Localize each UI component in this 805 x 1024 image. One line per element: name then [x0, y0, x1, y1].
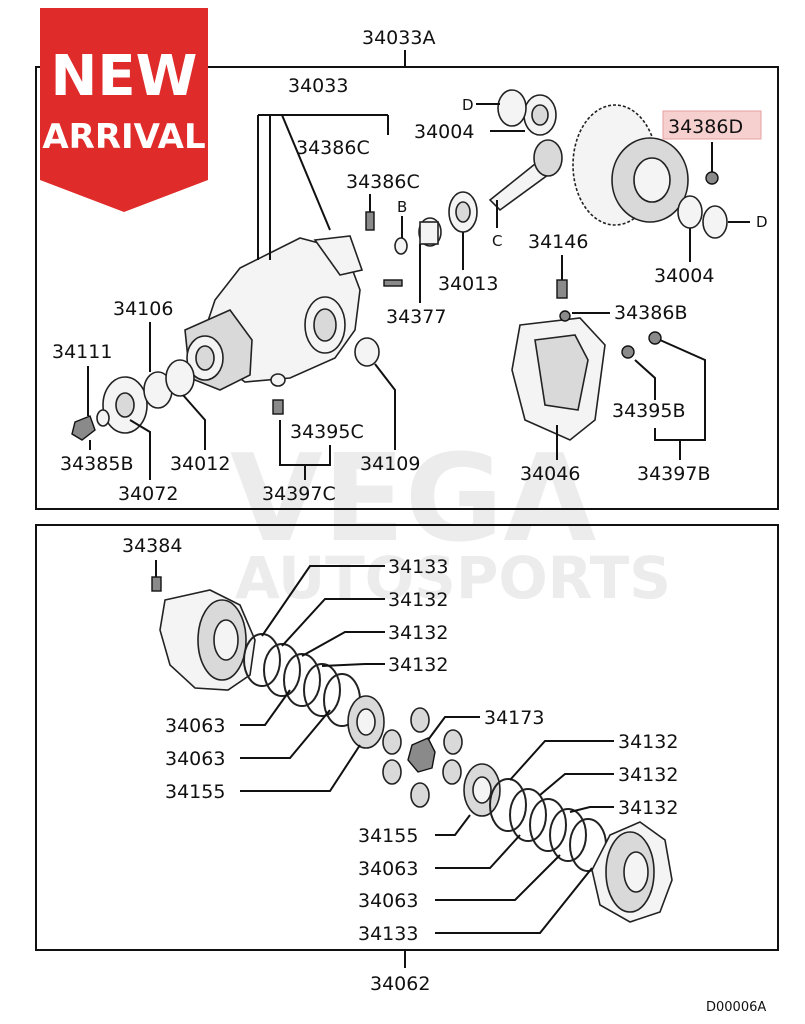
label-34386C-a: 34386C	[296, 137, 370, 159]
label-34063-b: 34063	[165, 748, 225, 770]
label-34013: 34013	[438, 273, 498, 295]
lead-34063-d	[435, 854, 561, 901]
lead-34012	[182, 394, 206, 450]
lead-34072	[129, 419, 151, 480]
label-34132-d: 34132	[618, 731, 678, 753]
label-34004-top: 34004	[414, 121, 474, 143]
companion-flange-parts	[71, 211, 439, 441]
label-34397C: 34397C	[262, 483, 336, 505]
lead-34155-b	[435, 814, 471, 836]
label-34063-a: 34063	[165, 715, 225, 737]
label-D-right: D	[756, 213, 768, 231]
badge-new: NEW	[51, 44, 198, 109]
label-34386D: 34386D	[668, 116, 743, 138]
label-34132-b: 34132	[388, 622, 448, 644]
badge-ribbon	[40, 8, 208, 212]
label-34132-c: 34132	[388, 654, 448, 676]
label-34155-b: 34155	[358, 825, 418, 847]
drawing-code: D00006A	[706, 1000, 766, 1015]
lead-34132-f	[569, 806, 614, 813]
lead-34132-b	[301, 631, 385, 657]
label-34395B: 34395B	[612, 400, 685, 422]
rear-cover	[511, 279, 662, 441]
label-34132-e: 34132	[618, 764, 678, 786]
label-34386C-b: 34386C	[346, 171, 420, 193]
label-34377: 34377	[386, 306, 446, 328]
label-34106: 34106	[113, 298, 173, 320]
label-34063-d: 34063	[358, 890, 418, 912]
label-34033: 34033	[288, 75, 348, 97]
top-section-frame	[35, 66, 779, 510]
label-34132-a: 34132	[388, 589, 448, 611]
pinion-parts	[394, 89, 563, 255]
assembly-top-label: 34033A	[362, 27, 435, 49]
label-34046: 34046	[520, 463, 580, 485]
carrier-housing	[184, 235, 364, 391]
new-arrival-badge: NEW ARRIVAL	[40, 8, 208, 212]
lead-34063-c	[435, 834, 521, 869]
watermark: VEGA AUTOSPORTS	[230, 430, 671, 612]
label-34133-b: 34133	[358, 923, 418, 945]
badge-arrival: ARRIVAL	[42, 117, 205, 157]
label-34004-right: 34004	[654, 265, 714, 287]
label-C: C	[492, 232, 502, 250]
lead-34132-c	[321, 663, 385, 667]
label-34132-f: 34132	[618, 797, 678, 819]
lead-34155-a	[240, 744, 361, 792]
watermark-autosports: AUTOSPORTS	[235, 544, 671, 612]
lead-34132-a	[281, 598, 385, 647]
label-34385B: 34385B	[60, 453, 133, 475]
lead-34173	[427, 716, 480, 741]
assembly-bottom-label: 34062	[370, 973, 430, 995]
bracket-34397B	[654, 339, 706, 441]
label-34063-c: 34063	[358, 858, 418, 880]
label-34397B: 34397B	[637, 463, 710, 485]
lead-34132-d	[509, 740, 614, 781]
lead-34033	[257, 114, 389, 260]
lead-34132-e	[539, 773, 614, 796]
label-34072: 34072	[118, 483, 178, 505]
label-34395C: 34395C	[290, 421, 364, 443]
highlight-34386D	[662, 110, 762, 140]
lead-34063-b	[240, 709, 331, 759]
label-34173: 34173	[484, 707, 544, 729]
lead-34063-a	[240, 689, 291, 726]
bottom-section-frame	[35, 524, 779, 951]
label-34133-a: 34133	[388, 556, 448, 578]
label-34146: 34146	[528, 231, 588, 253]
label-34155-a: 34155	[165, 781, 225, 803]
label-34109: 34109	[360, 453, 420, 475]
label-B: B	[397, 198, 407, 216]
lead-34395B	[634, 359, 656, 400]
lead-34133-a	[261, 565, 385, 637]
label-D-top: D	[462, 96, 474, 114]
ring-gear-case	[572, 104, 728, 239]
label-34384: 34384	[122, 535, 182, 557]
watermark-vega: VEGA	[230, 430, 596, 569]
label-34111: 34111	[52, 341, 112, 363]
lead-34109	[374, 363, 396, 450]
label-34386B: 34386B	[614, 302, 687, 324]
label-34012: 34012	[170, 453, 230, 475]
lsd-case-parts	[151, 576, 673, 923]
lead-34133-b	[435, 867, 593, 934]
